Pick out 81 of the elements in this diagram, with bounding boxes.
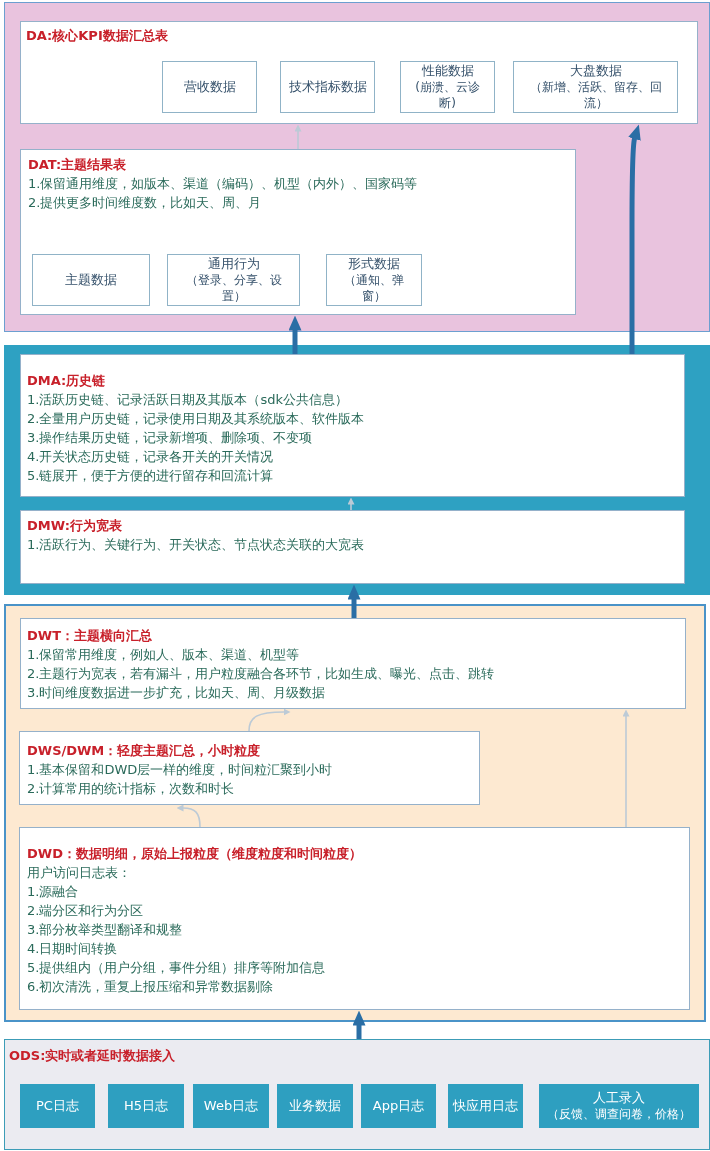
text-line: 1.保留通用维度，如版本、渠道（编码）、机型（内外）、国家码等 [28,175,418,193]
data-box [513,61,678,113]
text-line: 1.源融合 [27,883,79,901]
info-box [20,149,576,315]
text-line: 1.保留常用维度，例如人、版本、渠道、机型等 [27,646,300,664]
heading: ODS:实时或者延时数据接入 [9,1047,176,1065]
item-label: 业务数据 [289,1098,341,1114]
source-box [277,1084,353,1128]
text-line: 3.时间维度数据进一步扩充，比如天、周、月级数据 [27,684,326,702]
text-line: 2.计算常用的统计指标，次数和时长 [27,780,235,798]
info-box [20,618,686,709]
source-box [193,1084,269,1128]
info-box [19,827,690,1010]
text-line: 5.提供组内（用户分组，事件分组）排序等附加信息 [27,959,326,977]
text-line: 2.端分区和行为分区 [27,902,144,920]
source-box [448,1084,523,1128]
text-line: 2.全量用户历史链，记录使用日期及其系统版本、软件版本 [27,410,365,428]
arrow [347,584,361,618]
item-note: （新增、活跃、留存、回流） [528,79,663,111]
info-box [20,354,685,497]
data-box [32,254,150,306]
data-box [167,254,300,306]
item-label: 人工录入 [593,1090,645,1106]
source-box [20,1084,95,1128]
arrow [248,708,291,732]
item-note: （登录、分享、设置） [184,272,283,304]
text-line: 5.链展开，便于方便的进行留存和回流计算 [27,467,274,485]
item-label: 性能数据 [421,63,474,79]
heading: DWS/DWM：轻度主题汇总，小时粒度 [27,742,261,760]
item-label: H5日志 [123,1098,168,1114]
heading: DWT：主题横向汇总 [27,627,152,645]
item-label: App日志 [372,1098,425,1114]
text-line: 1.基本保留和DWD层一样的维度，时间粒汇聚到小时 [27,761,333,779]
heading: DA:核心KPI数据汇总表 [26,27,168,45]
text-line: 3.部分枚举类型翻译和规整 [27,921,183,939]
item-note: （反馈、调查问卷，价格） [547,1106,691,1122]
item-label: 形式数据 [348,256,400,272]
item-label: PC日志 [36,1098,79,1114]
info-box [20,510,685,584]
source-box [108,1084,184,1128]
text-line: 3.操作结果历史链，记录新增项、删除项、不变项 [27,429,313,447]
info-box [19,731,480,805]
arrow [288,315,302,354]
arrow [347,497,355,511]
item-label: 主题数据 [65,272,117,288]
layer-band [4,345,710,595]
layer-band [4,2,710,332]
item-note: （通知、弹窗） [343,272,405,304]
item-label: 大盘数据 [569,63,622,79]
arrow [628,124,641,354]
heading: DMA:历史链 [27,372,106,390]
source-box [539,1084,699,1128]
arrow [622,709,630,828]
data-box [400,61,495,113]
data-box [162,61,257,113]
text-line: 4.开关状态历史链，记录各开关的开关情况 [27,448,274,466]
item-label: 技术指标数据 [288,79,367,95]
item-label: 快应用日志 [453,1098,518,1114]
data-box [280,61,375,113]
item-note: (崩溃、云诊断) [414,79,481,111]
text-line: 用户访问日志表： [27,864,131,882]
text-line: 6.初次清洗，重复上报压缩和异常数据剔除 [27,978,274,996]
text-line: 2.提供更多时间维度数，比如天、周、月 [28,194,262,212]
data-box [326,254,422,306]
source-box [361,1084,436,1128]
item-label: 营收数据 [183,79,236,95]
source-panel [4,1039,710,1150]
arrow [294,124,302,150]
arrow [176,804,201,828]
layer-band [4,604,706,1022]
heading: DMW:行为宽表 [27,517,122,535]
info-box [20,21,698,124]
arrow [352,1010,366,1039]
heading: DAT:主题结果表 [28,156,127,174]
item-label: 通用行为 [207,256,260,272]
text-line: 4.日期时间转换 [27,940,118,958]
text-line: 1.活跃历史链、记录活跃日期及其版本（sdk公共信息） [27,391,348,409]
text-line: 2.主题行为宽表，若有漏斗，用户粒度融合各环节，比如生成、曝光、点击、跳转 [27,665,495,683]
text-line: 1.活跃行为、关键行为、开关状态、节点状态关联的大宽表 [27,536,365,554]
item-label: Web日志 [203,1098,259,1114]
heading: DWD：数据明细，原始上报粒度（维度粒度和时间粒度） [27,845,362,863]
